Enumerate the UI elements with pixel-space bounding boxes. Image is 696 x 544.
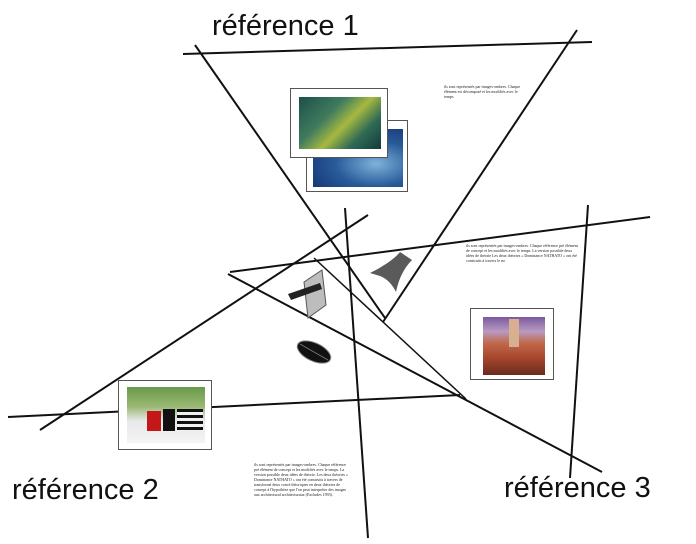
reference-3-label: référence 3 <box>504 472 651 504</box>
abstract-stripes <box>177 409 203 431</box>
triangle1-top-edge <box>182 41 593 55</box>
triangle2-right-edge <box>569 204 589 479</box>
triangle3-right-edge <box>344 207 369 539</box>
seed-groove <box>299 343 329 361</box>
triangle3-bottom-edge <box>7 394 461 418</box>
note-1: ils sont représentés par images-ombres. … <box>444 84 521 99</box>
abstract-photo <box>118 380 212 450</box>
building-photo <box>470 308 554 380</box>
folded-plane-shape <box>303 269 327 319</box>
reference-2-label: référence 2 <box>12 474 159 506</box>
pen-shape <box>288 283 322 300</box>
triangle2-left-edge <box>227 273 603 473</box>
underwater-photo-front <box>290 88 388 158</box>
abstract-black-block <box>163 409 175 431</box>
triangle1-left-edge <box>194 44 386 319</box>
triangle1-right-edge <box>382 29 578 323</box>
note-3: ils sont représentés par images-ombres. … <box>254 462 348 497</box>
triangle3-mid-edge <box>313 257 467 400</box>
abstract-red-block <box>147 411 161 431</box>
underwater-image-front <box>299 97 381 149</box>
triangle3-left-edge <box>39 214 369 431</box>
curved-arrow-shape <box>370 252 412 292</box>
building-tower <box>509 319 519 347</box>
reference-1-label: référence 1 <box>212 10 359 42</box>
triangle2-top-edge <box>229 216 651 273</box>
note-2: ils sont représentés par images-ombres. … <box>466 243 578 263</box>
